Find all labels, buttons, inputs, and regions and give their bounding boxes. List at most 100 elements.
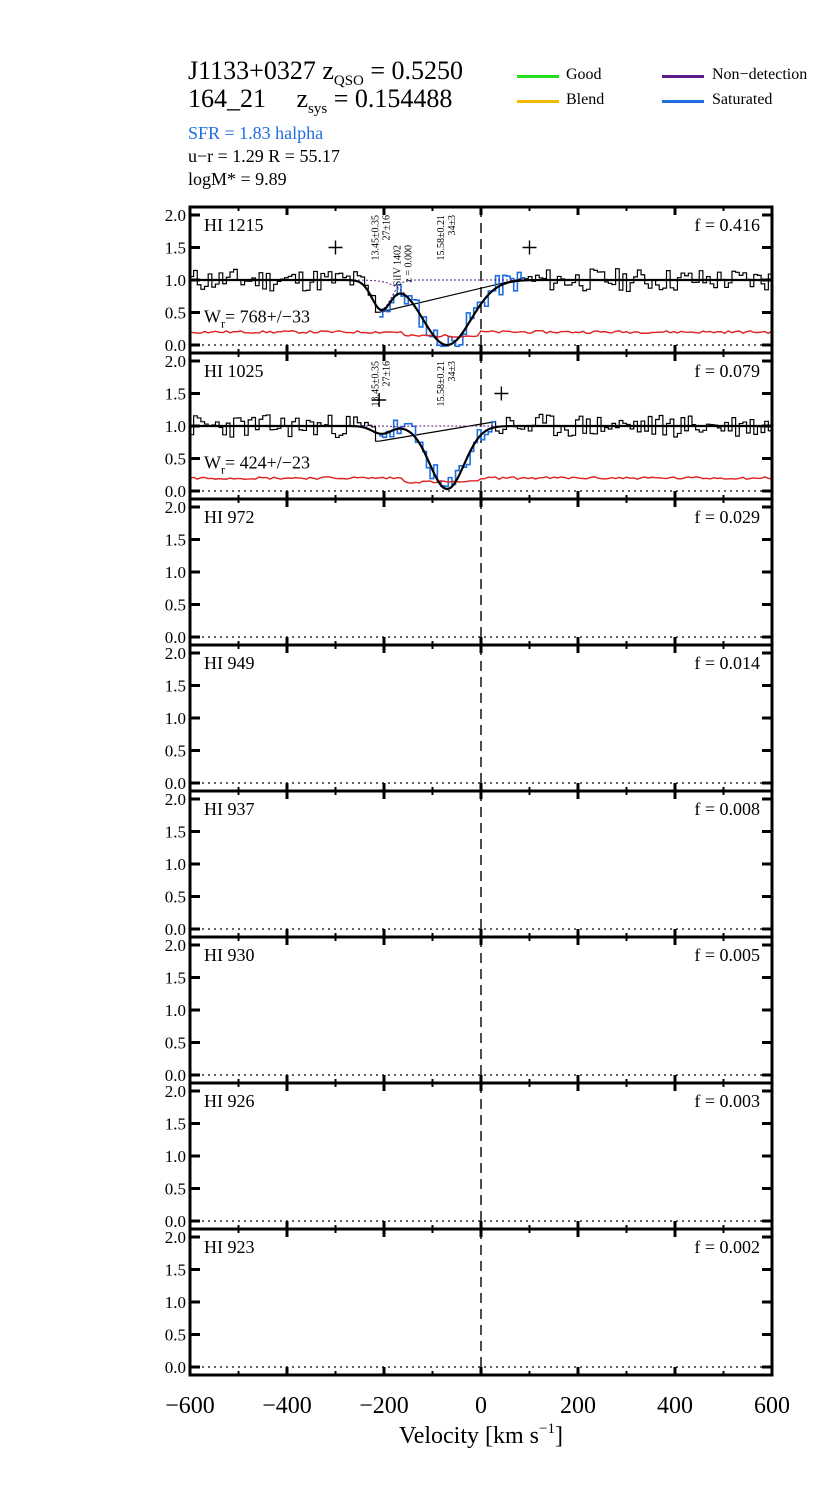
y-tick-label: 0.0 xyxy=(165,1212,186,1231)
oscillator-strength-label: f = 0.014 xyxy=(694,653,760,673)
y-tick-label: 0.5 xyxy=(165,888,186,907)
transition-label: HI 937 xyxy=(204,799,255,819)
y-tick-label: 1.0 xyxy=(165,1001,186,1020)
oscillator-strength-label: f = 0.002 xyxy=(694,1237,760,1257)
y-tick-label: 0.5 xyxy=(165,1034,186,1053)
legend-swatch-blend xyxy=(517,100,559,103)
oscillator-strength-label: f = 0.029 xyxy=(694,507,760,527)
component-column-density: 13.45±0.35 xyxy=(371,361,382,407)
y-tick-label: 1.0 xyxy=(165,271,186,290)
legend-swatch-nondetection xyxy=(662,75,704,78)
legend-label-saturated: Saturated xyxy=(712,91,773,108)
x-tick-label: −200 xyxy=(359,1393,409,1419)
spectrum-saturated xyxy=(379,271,525,348)
blend-species-label: SiIV 1402 xyxy=(392,245,403,286)
sfr-line: SFR = 1.83 halpha xyxy=(188,123,324,143)
y-tick-label: 2.0 xyxy=(165,644,186,663)
y-tick-label: 1.5 xyxy=(165,823,186,842)
velocity-bound-marker xyxy=(494,386,509,401)
y-tick-label: 2.0 xyxy=(165,936,186,955)
spectrum-flux xyxy=(190,413,772,442)
y-tick-label: 2.0 xyxy=(165,498,186,517)
transition-label: HI 1025 xyxy=(204,361,264,381)
y-tick-label: 0.0 xyxy=(165,920,186,939)
y-tick-label: 1.5 xyxy=(165,969,186,988)
oscillator-strength-label: f = 0.003 xyxy=(694,1091,760,1111)
x-tick-label: −400 xyxy=(262,1393,312,1419)
x-tick-label: −600 xyxy=(165,1393,215,1419)
component-doppler-b: 27±16 xyxy=(382,361,393,387)
oscillator-strength-label: f = 0.416 xyxy=(694,215,760,235)
oscillator-strength-label: f = 0.079 xyxy=(694,361,760,381)
y-tick-label: 0.0 xyxy=(165,336,186,355)
velocity-bound-marker xyxy=(372,393,387,407)
galaxy-id: 164_21 xyxy=(188,84,266,113)
y-tick-label: 1.0 xyxy=(165,563,186,582)
panel-hi-949: 0.0 0.5 1.0 1.5 2.0 HI 949 f = 0.014 xyxy=(165,643,774,793)
transition-label: HI 972 xyxy=(204,507,255,527)
y-tick-label: 0.0 xyxy=(165,628,186,647)
mass-line: logM* = 9.89 xyxy=(188,169,287,189)
x-tick-label: 600 xyxy=(754,1393,790,1419)
velocity-bound-marker xyxy=(328,240,343,255)
component-doppler-b: 34±3 xyxy=(447,361,458,382)
y-tick-label: 1.5 xyxy=(165,1115,186,1134)
equivalent-width-label: Wr= 424+/−23 xyxy=(204,452,310,476)
velocity-bound-marker xyxy=(522,240,537,255)
y-tick-label: 0.0 xyxy=(165,774,186,793)
transition-label: HI 949 xyxy=(204,653,255,673)
y-tick-label: 1.0 xyxy=(165,417,186,436)
legend-label-blend: Blend xyxy=(566,91,605,108)
transition-label: HI 926 xyxy=(204,1091,255,1111)
z-sys-label: zsys = 0.154488 xyxy=(296,84,453,118)
y-tick-label: 2.0 xyxy=(165,1228,186,1247)
legend-swatch-good xyxy=(517,75,559,78)
legend-label-nondetection: Non−detection xyxy=(712,66,808,83)
equivalent-width-label: Wr= 768+/−33 xyxy=(204,306,310,330)
galaxy-line: 164_21 zsys = 0.154488 xyxy=(188,86,452,122)
spectrum-flux xyxy=(190,268,772,313)
component-column-density: 15.58±0.21 xyxy=(436,361,447,407)
component-doppler-b: 27±16 xyxy=(382,215,393,241)
component-column-density: 13.45±0.35 xyxy=(371,215,382,261)
y-tick-label: 0.5 xyxy=(165,596,186,615)
x-axis-label: Velocity [km s−1] xyxy=(399,1421,563,1449)
error-spectrum xyxy=(189,329,773,338)
oscillator-strength-label: f = 0.005 xyxy=(694,945,760,965)
y-tick-label: 0.5 xyxy=(165,1180,186,1199)
y-tick-label: 0.0 xyxy=(165,482,186,501)
x-tick-label: 0 xyxy=(475,1393,487,1419)
qso-title: J1133+0327 zQSO = 0.5250 xyxy=(188,58,463,94)
x-tick-label: 400 xyxy=(657,1393,693,1419)
legend-swatch-saturated xyxy=(662,100,704,103)
y-tick-label: 1.5 xyxy=(165,385,186,404)
y-tick-label: 0.5 xyxy=(165,742,186,761)
component-column-density: 15.58±0.21 xyxy=(436,215,447,261)
y-tick-label: 2.0 xyxy=(165,352,186,371)
y-tick-label: 0.5 xyxy=(165,450,186,469)
model-fit xyxy=(190,278,772,347)
y-tick-label: 1.5 xyxy=(165,1261,186,1280)
y-tick-label: 0.5 xyxy=(165,304,186,323)
y-tick-label: 0.0 xyxy=(165,1066,186,1085)
x-tick-label: 200 xyxy=(560,1393,596,1419)
y-tick-label: 0.5 xyxy=(165,1326,186,1345)
y-tick-label: 1.5 xyxy=(165,677,186,696)
y-tick-label: 2.0 xyxy=(165,1082,186,1101)
y-tick-label: 1.0 xyxy=(165,1293,186,1312)
model-fit xyxy=(190,424,772,491)
y-tick-label: 1.0 xyxy=(165,709,186,728)
y-tick-label: 1.5 xyxy=(165,239,186,258)
qso-name: J1133+0327 xyxy=(188,56,316,85)
legend-label-good: Good xyxy=(566,66,602,83)
oscillator-strength-label: f = 0.008 xyxy=(694,799,760,819)
error-spectrum xyxy=(189,476,773,484)
blend-redshift-label: z = 0.000 xyxy=(403,245,414,283)
